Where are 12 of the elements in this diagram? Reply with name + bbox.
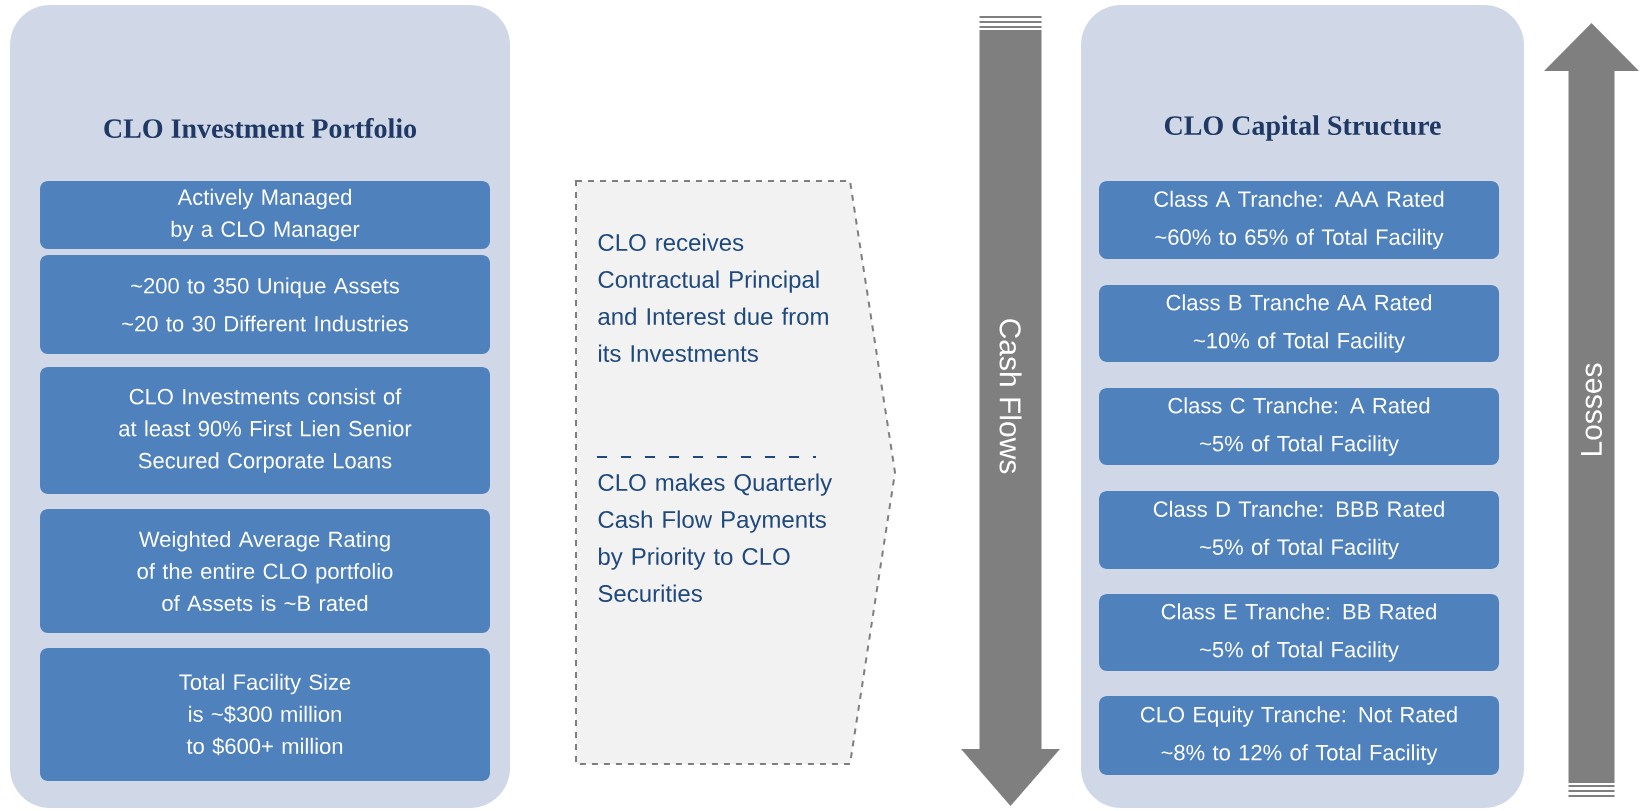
text-box: Class E Tranche: BB Rated ~5% of Total Facility: [1099, 594, 1499, 671]
text-box: CLO Equity Tranche: Not Rated ~8% to 12% of Total Facility: [1099, 696, 1499, 775]
process-box: CLO receives Contractual Principal and Interest due from its Investments CLO makes Quarterly Cash Flow Payments by Priority to CLO Securities: [575, 180, 897, 765]
text-box: Class D Tranche: BBB Rated ~5% of Total Facility: [1099, 491, 1499, 569]
text-box: Total Facility Size is ~$300 million to $600+ million: [40, 648, 490, 781]
text-box: Class A Tranche: AAA Rated ~60% to 65% of Total Facility: [1099, 181, 1499, 259]
text-box: Class C Tranche: A Rated ~5% of Total Facility: [1099, 388, 1499, 465]
text-box: ~200 to 350 Unique Assets ~20 to 30 Different Industries: [40, 255, 490, 354]
text-box: CLO Investments consist of at least 90% First Lien Senior Secured Corporate Loans: [40, 367, 490, 494]
text-box: Actively Managed by a CLO Manager: [40, 181, 490, 249]
text-box: Weighted Average Rating of the entire CLO portfolio of Assets is ~B rated: [40, 509, 490, 633]
text-box: Class B Tranche AA Rated ~10% of Total Facility: [1099, 285, 1499, 362]
